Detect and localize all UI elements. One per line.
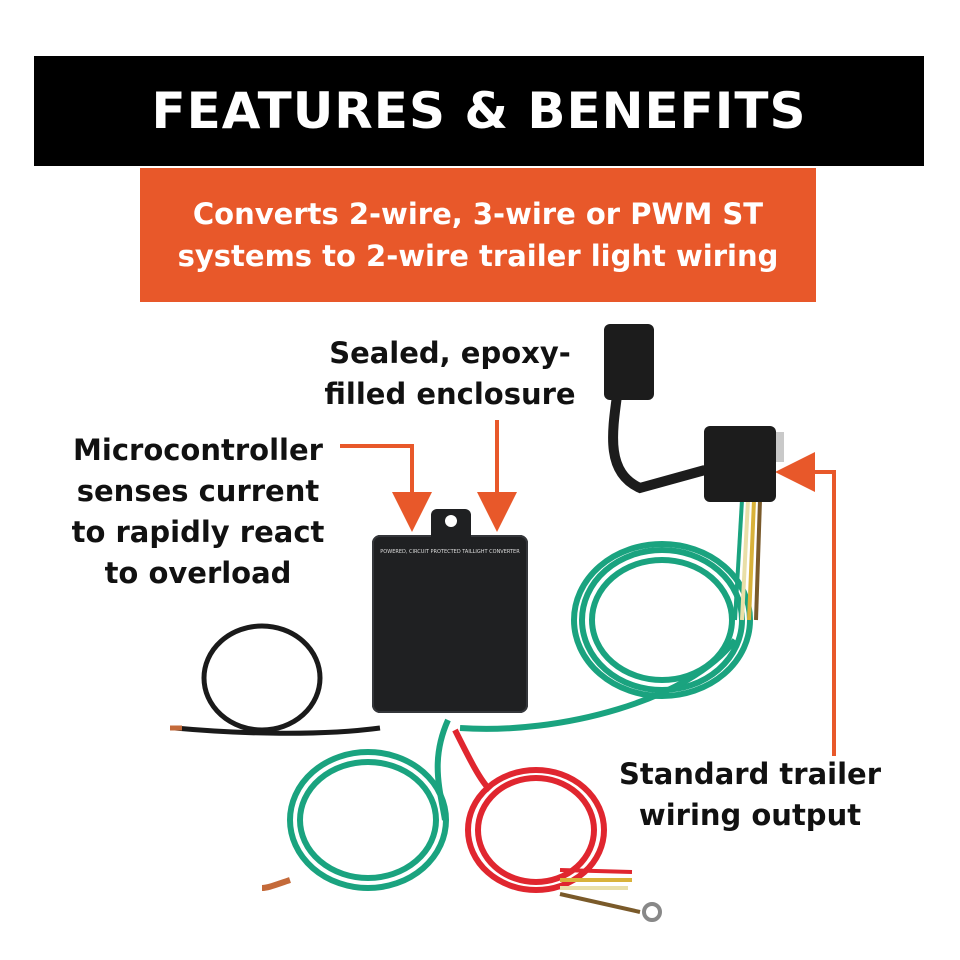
callout-line: filled enclosure — [324, 377, 576, 411]
callout-standard-output: Standard trailer wiring output — [600, 754, 900, 836]
header-banner: FEATURES & BENEFITS — [34, 56, 924, 166]
callout-line: Microcontroller — [73, 433, 323, 467]
page-title: FEATURES & BENEFITS — [151, 82, 807, 140]
green-wire-coil-bottom — [261, 718, 451, 891]
subtitle-line-2: systems to 2-wire trailer light wiring — [177, 239, 779, 273]
subtitle: Converts 2-wire, 3-wire or PWM ST system… — [178, 193, 779, 277]
taillight-converter-box: POWERED, CIRCUIT PROTECTED TAILLIGHT CON… — [372, 509, 528, 713]
mounting-hole — [445, 515, 457, 527]
arrow-standard-output — [775, 452, 836, 756]
converter-label: POWERED, CIRCUIT PROTECTED TAILLIGHT CON… — [380, 549, 520, 555]
mounting-tab — [431, 509, 471, 539]
callout-line: to overload — [104, 556, 292, 590]
red-wire-coil — [452, 728, 607, 893]
arrow-microcontroller — [340, 444, 432, 532]
callout-line: Sealed, epoxy- — [329, 336, 571, 370]
callout-sealed-enclosure: Sealed, epoxy- filled enclosure — [300, 333, 600, 415]
subtitle-line-1: Converts 2-wire, 3-wire or PWM ST — [192, 197, 764, 231]
callout-line: senses current — [76, 474, 320, 508]
four-flat-connector — [604, 324, 784, 502]
output-lead-wires — [733, 499, 762, 621]
black-wire-coil — [170, 623, 381, 736]
callout-microcontroller: Microcontroller senses current to rapidl… — [58, 430, 338, 594]
subtitle-box: Converts 2-wire, 3-wire or PWM ST system… — [140, 168, 816, 302]
callout-line: to rapidly react — [71, 515, 325, 549]
fanned-lead-wires — [559, 868, 662, 922]
callout-line: Standard trailer — [618, 757, 882, 791]
callout-line: wiring output — [638, 798, 862, 832]
